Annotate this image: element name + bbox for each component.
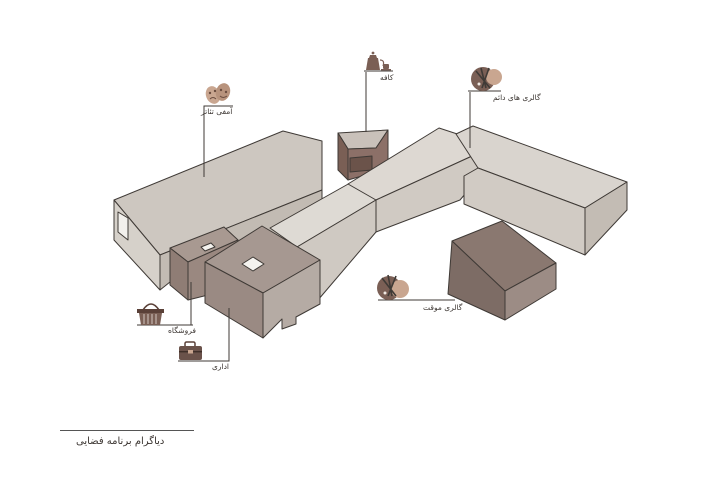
art-palette-brushes-icon — [377, 274, 409, 300]
theater-label: آمفی تئاتر — [201, 107, 233, 116]
shop-label: فروشگاه — [168, 326, 196, 335]
shopping-basket-icon — [137, 303, 164, 325]
administration-block — [204, 225, 321, 339]
art-palette-brushes-icon — [471, 67, 502, 91]
leader-lines — [137, 70, 501, 362]
temporary-gallery-block — [447, 220, 557, 321]
temporary-gallery-label: گالری موقت — [423, 303, 463, 312]
diagram-caption: دیاگرام برنامه فضایی — [76, 436, 165, 447]
briefcase-icon — [179, 341, 202, 360]
cafe-label: کافه — [380, 73, 394, 82]
administration-label: اداری — [212, 362, 229, 371]
coffee-set-icon — [366, 51, 391, 71]
permanent-gallery-label: گالری های دائم — [493, 93, 541, 102]
theater-masks-icon — [205, 83, 231, 104]
caption-rule — [60, 430, 194, 431]
